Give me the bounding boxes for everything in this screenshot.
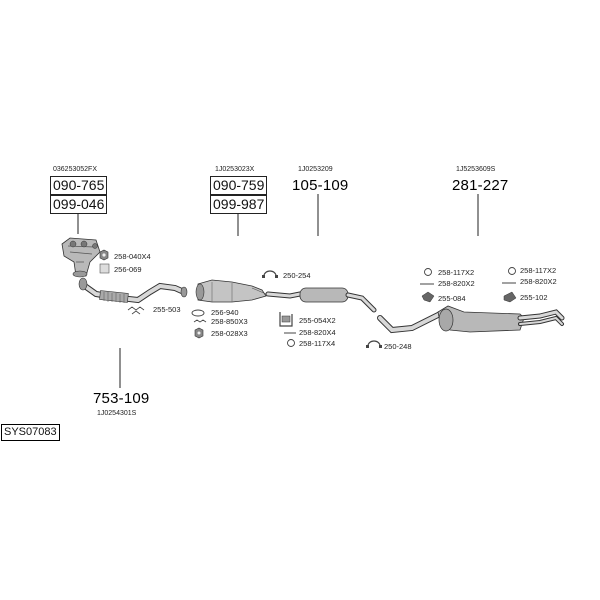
small-part-label[interactable]: 258-117X2 [438,268,475,277]
oem-number-front: 036253052FX [53,166,97,173]
rear-silencer-part [377,305,565,334]
small-part-label[interactable]: 258-117X2 [520,266,557,275]
ring-icon [508,267,516,275]
small-part-label[interactable]: 258-820X2 [438,279,475,288]
part-number-catalyst-kit[interactable]: 099-987 [210,195,268,214]
small-part-label[interactable]: 250-248 [384,342,412,351]
small-part-label[interactable]: 258-040X4 [114,252,151,261]
catalytic-converter-part [195,279,267,303]
part-number-middle-silencer[interactable]: 105-109 [292,177,349,194]
part-number-manifold[interactable]: 090-765 [50,176,108,195]
clamp-ring-icon [262,270,278,278]
part-number-front-pipe[interactable]: 753-109 [93,390,150,407]
small-part-label[interactable]: 258-117X4 [299,339,336,348]
small-part-label[interactable]: 256-940 [211,308,239,317]
bracket-icon [279,312,293,327]
small-part-label[interactable]: 255-503 [153,305,181,314]
oem-number-pipe: 1J0254301S [97,410,137,417]
small-part-label[interactable]: 256-069 [114,265,142,274]
nut-icon [99,249,109,261]
oem-number-rear: 1J5253609S [456,166,496,173]
front-pipe-part [78,277,188,304]
bolt-icon [127,306,145,315]
part-number-manifold-kit[interactable]: 099-046 [50,195,108,214]
part-number-rear-silencer[interactable]: 281-227 [452,177,509,194]
small-part-label[interactable]: 258-820X2 [520,277,557,286]
middle-silencer-part [265,287,377,313]
part-number-catalyst[interactable]: 090-759 [210,176,268,195]
system-code-badge: SYS07083 [1,424,60,441]
hanger-icon [503,291,517,303]
clamp-ring-icon [366,340,382,348]
ring-icon [287,339,295,347]
small-part-label[interactable]: 258-028X3 [211,329,248,338]
small-part-label[interactable]: 255-084 [438,294,466,303]
small-part-label[interactable]: 258-850X3 [211,317,248,326]
oem-number-middle: 1J0253209 [298,166,333,173]
hanger-icon [421,291,435,303]
small-part-label[interactable]: 258-820X4 [299,328,336,337]
ring-gasket-icon [191,309,205,317]
small-part-label[interactable]: 255-054X2 [299,316,336,325]
gasket-square-icon [99,263,110,274]
nut-icon [194,327,204,339]
manifold-part [61,237,101,278]
small-part-label[interactable]: 255-102 [520,293,548,302]
oem-number-cat: 1J0253023X [215,166,255,173]
ring-icon [424,268,432,276]
clamp-icon [193,319,207,323]
small-part-label[interactable]: 250-254 [283,271,311,280]
